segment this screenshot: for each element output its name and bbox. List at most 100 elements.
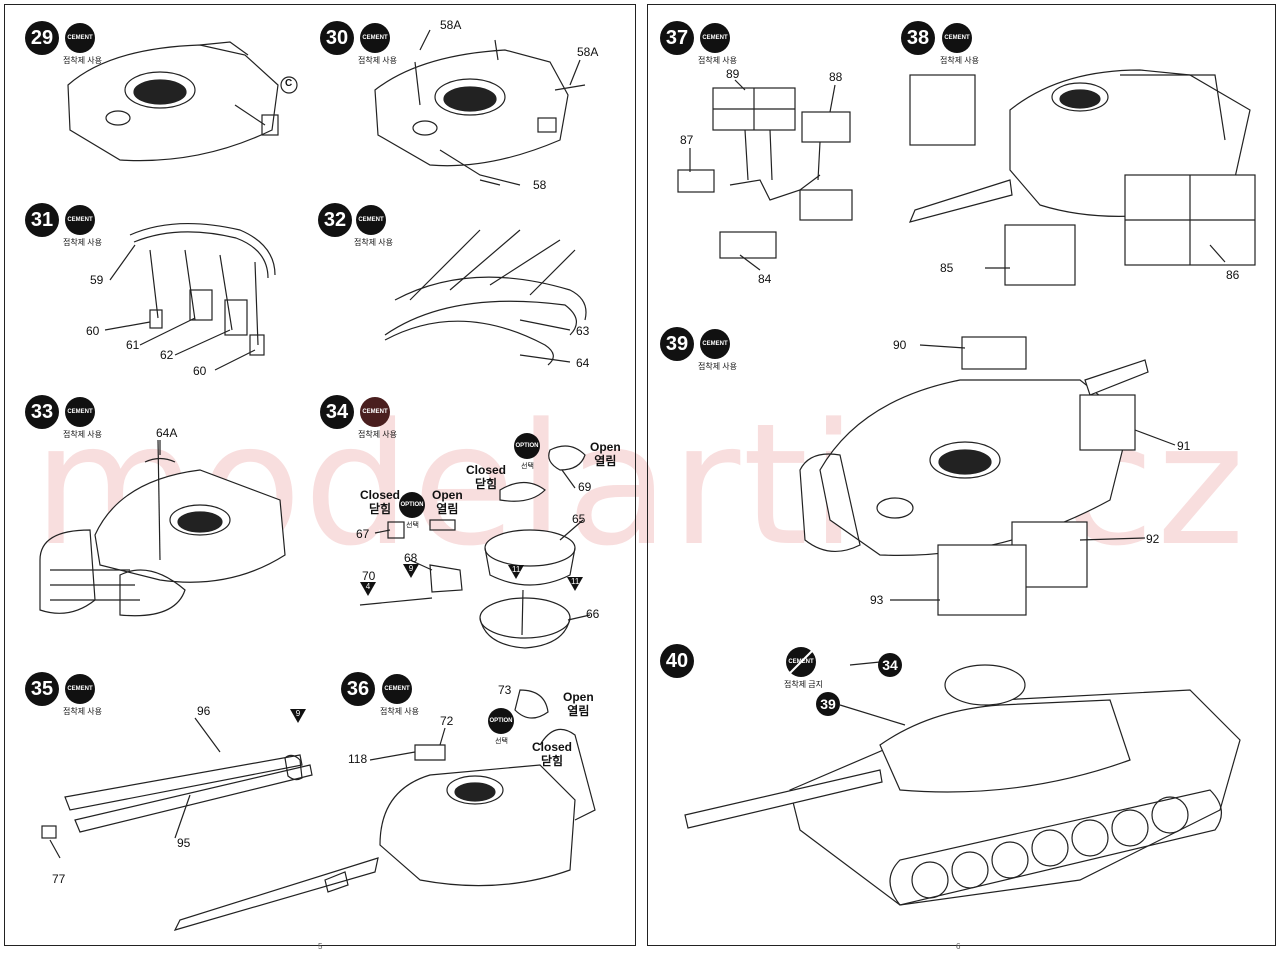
part-label: 60 bbox=[193, 364, 207, 378]
cement-icon: CEMENT bbox=[700, 329, 730, 359]
cement-icon: CEMENT bbox=[942, 23, 972, 53]
cement-icon: CEMENT bbox=[382, 674, 412, 704]
no-cement-slash-icon bbox=[789, 650, 813, 674]
part-label: 60 bbox=[86, 324, 100, 338]
cement-icon: CEMENT bbox=[65, 397, 95, 427]
cement-icon: CEMENT bbox=[360, 23, 390, 53]
triangle-marker: 9 bbox=[290, 709, 306, 723]
part-label: 84 bbox=[758, 272, 772, 286]
step-29-number: 29 bbox=[25, 21, 59, 55]
part-label: 69 bbox=[578, 480, 592, 494]
armor-plates-step-37-drawing bbox=[677, 87, 853, 259]
handrail-step-31-drawing bbox=[129, 222, 276, 356]
part-label: 93 bbox=[870, 593, 884, 607]
part-label: 95 bbox=[177, 836, 191, 850]
cement-icon: CEMENT bbox=[65, 23, 95, 53]
part-label: 58A bbox=[440, 18, 462, 32]
step-32-number: 32 bbox=[318, 203, 352, 237]
callout-step-34: 34 bbox=[878, 653, 902, 677]
part-label: 72 bbox=[440, 714, 454, 728]
left-page-panel bbox=[4, 4, 636, 946]
turret-step-29-drawing bbox=[67, 41, 279, 162]
step-30-number: 30 bbox=[320, 21, 354, 55]
part-label: 67 bbox=[356, 527, 370, 541]
option-caption: 선택 bbox=[521, 463, 534, 470]
cement-caption: 접착제 사용 bbox=[358, 430, 398, 439]
step-36-number: 36 bbox=[341, 672, 375, 706]
railings-step-32-drawing bbox=[384, 229, 587, 366]
part-label: 68 bbox=[404, 551, 418, 565]
part-label: 59 bbox=[90, 273, 104, 287]
triangle-marker: 11 bbox=[567, 577, 583, 591]
turret-step-30-drawing bbox=[374, 39, 586, 186]
part-label: 58 bbox=[533, 178, 547, 192]
part-label: 64A bbox=[156, 426, 178, 440]
part-label: 92 bbox=[1146, 532, 1160, 546]
option-caption: 선택 bbox=[495, 738, 508, 745]
part-label: 88 bbox=[829, 70, 843, 84]
part-label: 62 bbox=[160, 348, 174, 362]
step-40-number: 40 bbox=[660, 644, 694, 678]
cement-caption: 접착제 사용 bbox=[63, 238, 103, 247]
triangle-marker: 9 bbox=[403, 564, 419, 578]
cement-caption: 접착제 사용 bbox=[63, 430, 103, 439]
cement-caption: 접착제 사용 bbox=[698, 362, 738, 371]
part-label: 73 bbox=[498, 683, 512, 697]
leader-lines bbox=[49, 29, 1226, 859]
part-label: 90 bbox=[893, 338, 907, 352]
part-label: 87 bbox=[680, 133, 694, 147]
step-39-number: 39 bbox=[660, 327, 694, 361]
part-label: 86 bbox=[1226, 268, 1240, 282]
cement-icon: CEMENT bbox=[356, 205, 386, 235]
page-number-right: 6 bbox=[956, 942, 961, 951]
gun-barrel-step-35-drawing bbox=[41, 754, 313, 839]
step-38-number: 38 bbox=[901, 21, 935, 55]
step-31-number: 31 bbox=[25, 203, 59, 237]
part-label: 66 bbox=[586, 607, 600, 621]
part-label: 58A bbox=[577, 45, 599, 59]
cement-caption: 접착제 사용 bbox=[63, 56, 103, 65]
ref-c-label: C bbox=[285, 78, 293, 89]
part-label: 96 bbox=[197, 704, 211, 718]
triangle-marker: 11 bbox=[508, 565, 524, 579]
part-label: 118 bbox=[348, 752, 368, 766]
cement-icon: CEMENT bbox=[65, 674, 95, 704]
right-page-panel bbox=[647, 4, 1276, 946]
part-label: 61 bbox=[126, 338, 140, 352]
triangle-marker: 4 bbox=[360, 582, 376, 596]
turret-step-33-drawing bbox=[39, 439, 286, 617]
step-35-number: 35 bbox=[25, 672, 59, 706]
cement-caption: 접착제 사용 bbox=[940, 56, 980, 65]
turret-step-38-drawing bbox=[908, 69, 1256, 286]
ref-c-circle bbox=[280, 76, 298, 94]
part-label: 89 bbox=[726, 67, 740, 81]
step-34-number: 34 bbox=[320, 395, 354, 429]
option-badge: OPTION bbox=[399, 492, 425, 518]
part-label: 65 bbox=[572, 512, 586, 526]
cement-icon: CEMENT bbox=[700, 23, 730, 53]
part-label: 64 bbox=[576, 356, 590, 370]
step-33-number: 33 bbox=[25, 395, 59, 429]
option-badge: OPTION bbox=[514, 433, 540, 459]
cement-caption: 접착제 사용 bbox=[354, 238, 394, 247]
cement-icon: CEMENT bbox=[360, 397, 390, 427]
callout-step-39: 39 bbox=[816, 692, 840, 716]
cement-caption: 접착제 사용 bbox=[380, 707, 420, 716]
part-label: 70 bbox=[362, 569, 376, 583]
cement-caption: 접착제 사용 bbox=[698, 56, 738, 65]
turret-step-39-drawing bbox=[799, 336, 1149, 616]
option-badge: OPTION bbox=[488, 708, 514, 734]
tank-step-40-drawing bbox=[684, 664, 1241, 906]
part-label: 77 bbox=[52, 872, 66, 886]
cupola-step-34-drawing bbox=[359, 445, 586, 649]
no-cement-caption: 접착제 금지 bbox=[784, 680, 824, 689]
step-37-number: 37 bbox=[660, 21, 694, 55]
part-label: 85 bbox=[940, 261, 954, 275]
